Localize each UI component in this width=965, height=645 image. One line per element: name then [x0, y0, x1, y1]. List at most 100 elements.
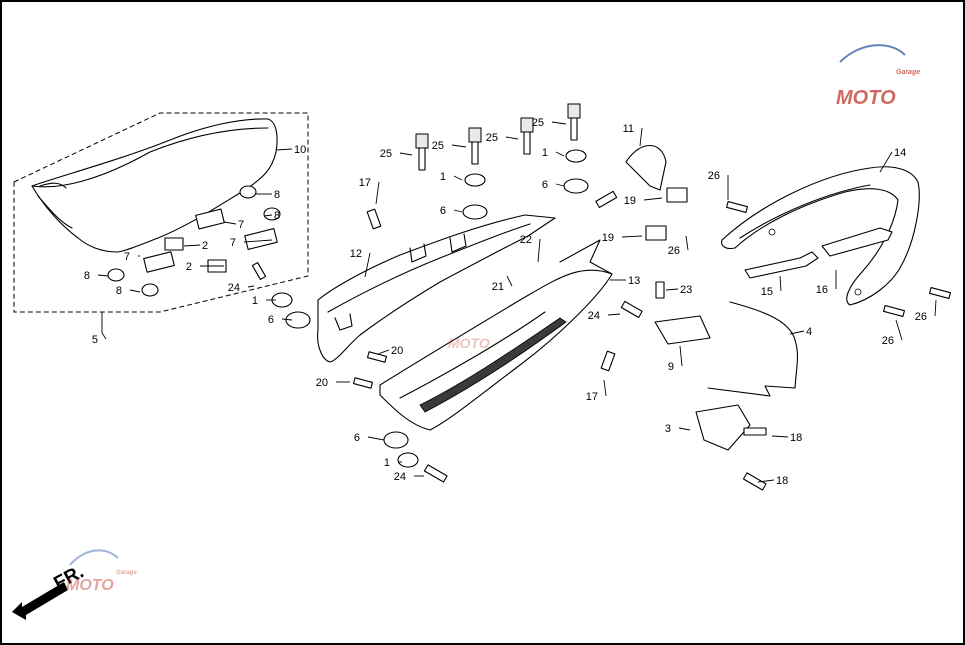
callout-leader: [537, 238, 541, 263]
callout-leader: [678, 427, 691, 431]
callout-leader: [263, 214, 273, 217]
watermark-brand-2: MOTO: [66, 577, 114, 594]
callout-label-11: 11: [623, 123, 634, 135]
part-callouts: 1088772287852416252516252516171221221320…: [84, 117, 937, 487]
callout-leader: [247, 285, 255, 288]
callout-label-20: 20: [391, 345, 403, 357]
callout-label-25: 25: [432, 140, 444, 152]
watermark-top-right: MOTO Garage: [836, 44, 920, 109]
callout-label-5: 5: [92, 334, 98, 346]
clip-2a: [164, 237, 184, 251]
watermark-center: MOTO: [448, 335, 490, 351]
callout-label-24: 24: [394, 471, 406, 483]
callout-label-9: 9: [668, 361, 674, 373]
callout-label-24: 24: [228, 282, 240, 294]
side-cover-13-group: [379, 239, 613, 431]
callout-label-6: 6: [440, 205, 446, 217]
callout-label-25: 25: [486, 132, 498, 144]
callout-label-13: 13: [628, 275, 640, 287]
callout-leader: [364, 252, 371, 278]
bushings-group: [271, 149, 589, 468]
callout-leader: [451, 144, 467, 148]
callout-label-19: 19: [624, 195, 636, 207]
callout-leader: [97, 274, 109, 277]
callout-leader: [505, 136, 519, 140]
seat-part-10: [31, 118, 278, 253]
callout-label-2: 2: [202, 240, 208, 252]
callout-label-14: 14: [894, 147, 906, 159]
callout-leader: [555, 183, 565, 187]
callout-leader: [757, 479, 775, 483]
callout-leader: [771, 435, 789, 438]
callout-leader: [453, 175, 463, 181]
screws-group: [352, 208, 616, 389]
lock-3: [695, 404, 751, 451]
cushion-8a: [239, 185, 257, 199]
callout-label-25: 25: [532, 117, 544, 129]
callout-label-19: 19: [602, 232, 614, 244]
callout-leader: [934, 299, 937, 317]
callout-leader: [243, 239, 273, 243]
cushion-8c: [107, 268, 125, 282]
plate-7c: [143, 251, 175, 273]
watermark-bottom-left: MOTO Garage: [66, 549, 137, 594]
callout-leader: [789, 330, 805, 335]
bracket-16: [821, 227, 893, 257]
callout-label-1: 1: [542, 147, 548, 159]
side-cover-12-group: [317, 214, 556, 363]
cushion-8d: [141, 283, 159, 297]
callout-label-8: 8: [116, 285, 122, 297]
callout-leader: [665, 288, 679, 291]
callout-label-6: 6: [542, 179, 548, 191]
callout-leader: [399, 152, 413, 156]
callout-leader: [879, 151, 893, 173]
callout-label-23: 23: [680, 284, 692, 296]
callout-label-26: 26: [668, 245, 680, 257]
callout-leader: [375, 181, 380, 205]
hook-11: [625, 145, 667, 191]
callout-leader: [453, 209, 463, 213]
plate-7b: [244, 228, 278, 250]
callout-leader: [223, 221, 237, 225]
callout-label-12: 12: [350, 248, 362, 260]
callout-label-2: 2: [186, 261, 192, 273]
callout-label-1: 1: [252, 295, 258, 307]
callout-leader: [895, 319, 903, 341]
callout-leader: [281, 318, 293, 321]
callout-label-18: 18: [776, 475, 788, 487]
callout-label-7: 7: [238, 219, 244, 231]
callout-leader: [639, 127, 643, 147]
plate-7a: [195, 208, 225, 230]
callout-label-22: 22: [520, 234, 532, 246]
callout-label-7: 7: [230, 237, 236, 249]
bracket-15: [744, 251, 819, 279]
callout-label-17: 17: [359, 177, 371, 189]
callout-label-8: 8: [84, 270, 90, 282]
callout-leader: [779, 275, 782, 292]
callout-label-21: 21: [492, 281, 504, 293]
callout-label-15: 15: [761, 286, 773, 298]
callout-leader: [275, 148, 293, 151]
callout-leader: [643, 197, 663, 201]
callout-leader: [685, 235, 689, 251]
callout-label-17: 17: [586, 391, 598, 403]
callout-leader: [506, 275, 513, 287]
watermark-brand-3: MOTO: [448, 335, 490, 351]
callout-label-24: 24: [588, 310, 600, 322]
callout-leader: [555, 151, 565, 157]
callout-leader: [603, 379, 607, 397]
callout-leader: [101, 332, 107, 340]
watermark-sub-2: Garage: [116, 570, 137, 576]
callout-label-10: 10: [294, 144, 306, 156]
callout-leader: [621, 235, 643, 238]
clip-19a: [666, 187, 688, 203]
callout-leader: [129, 289, 141, 293]
callout-label-26: 26: [708, 170, 720, 182]
callout-label-6: 6: [268, 314, 274, 326]
cushion-8b: [263, 207, 281, 221]
grab-rail-14-group: [721, 166, 920, 306]
callout-label-18: 18: [790, 432, 802, 444]
callout-label-1: 1: [440, 171, 446, 183]
callout-label-6: 6: [354, 432, 360, 444]
